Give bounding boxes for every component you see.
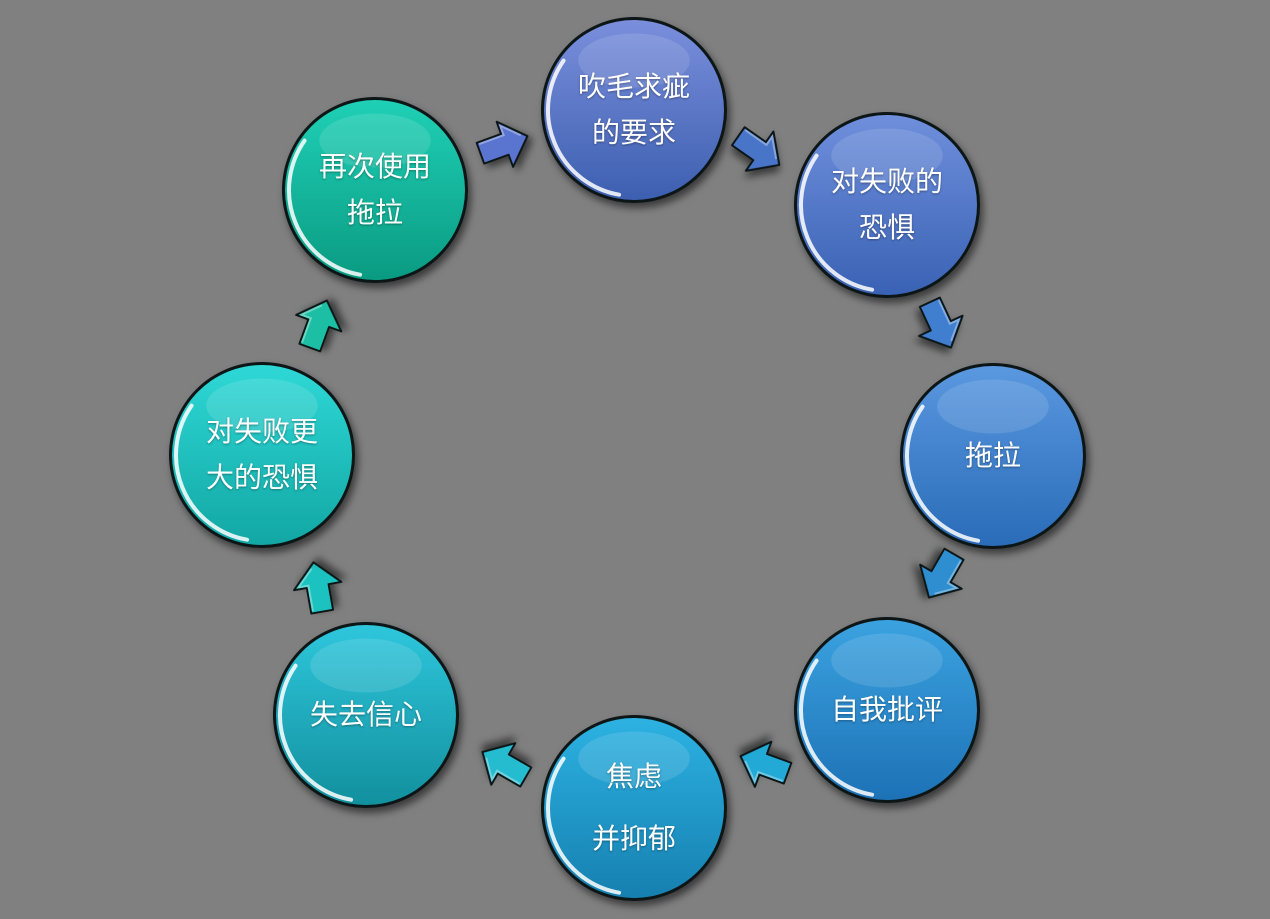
node-circle [285,100,465,280]
cycle-node-3 [900,363,1086,549]
arrow-shape [731,126,781,172]
node-circle [544,20,724,200]
arrow-highlight [934,559,962,595]
arrow-shape [295,299,343,353]
cycle-node-2 [794,112,980,298]
node-highlight [174,403,250,542]
arrow-highlight [744,129,778,160]
node-gloss [578,731,690,786]
cycle-arrow-3 [918,296,964,349]
node-label-8: 再次使用拖拉 [319,144,431,236]
arrow-shape [481,742,533,788]
node-circle [276,625,456,805]
node-circle [797,115,977,295]
node-highlight [546,756,622,895]
node-circle [172,365,352,545]
node-label-6: 失去信心 [310,692,422,738]
arrow-shape [918,296,964,349]
node-label-4: 自我批评 [831,687,943,733]
node-gloss [578,33,690,88]
node-highlight [278,663,354,802]
node-label-line: 并抑郁 [591,822,677,855]
node-label-line: 拖拉 [346,196,404,229]
node-gloss [831,128,943,183]
arrow-highlight [485,757,521,785]
cycle-arrow-4 [919,547,965,599]
node-gloss [831,633,943,688]
node-circle [544,718,724,898]
node-label-line: 自我批评 [830,693,944,726]
cycle-node-5 [541,715,727,901]
node-label-line: 对失败的 [830,165,944,198]
node-highlight [799,153,875,292]
node-circle [797,620,977,800]
node-label-line: 的要求 [591,116,677,149]
node-circle [903,366,1083,546]
arrow-shape [475,120,529,168]
cycle-arrow-5 [739,740,793,788]
node-highlight [546,58,622,197]
node-label-line: 吹毛求疵 [577,70,691,103]
cycle-node-7 [169,362,355,548]
cycle-arrow-6 [481,742,533,788]
node-label-line: 大的恐惧 [205,461,319,494]
arrow-shape [739,740,793,788]
node-label-line: 对失败更 [205,415,319,448]
cycle-arrow-7 [293,561,343,615]
arrow-highlight [296,568,314,612]
node-gloss [310,638,422,693]
node-gloss [319,113,431,168]
arrow-shape [919,547,965,599]
arrow-highlight [744,760,783,785]
node-label-line: 焦虑 [605,760,663,793]
node-label-3: 拖拉 [965,433,1021,479]
cycle-arrow-1 [475,120,529,168]
cycle-node-1 [541,17,727,203]
node-label-2: 对失败的恐惧 [831,159,943,251]
node-highlight [905,404,981,543]
node-label-line: 再次使用 [318,150,432,183]
node-label-line: 拖拉 [964,439,1022,472]
arrow-shape [293,561,343,615]
arrow-highlight [298,304,323,343]
cycle-node-4 [794,617,980,803]
cycle-node-8 [282,97,468,283]
node-highlight [287,138,363,277]
node-label-5: 焦虑并抑郁 [592,746,676,870]
node-label-7: 对失败更大的恐惧 [206,409,318,501]
cycle-node-6 [273,622,459,808]
node-gloss [206,378,318,433]
cycle-arrow-8 [295,299,343,353]
cycle-arrow-2 [731,126,781,172]
node-gloss [937,379,1049,434]
arrow-highlight [937,299,961,342]
node-label-line: 恐惧 [858,211,916,244]
node-label-line: 失去信心 [309,698,423,731]
arrow-highlight [478,123,522,146]
node-label-1: 吹毛求疵的要求 [578,64,690,156]
node-highlight [799,658,875,797]
